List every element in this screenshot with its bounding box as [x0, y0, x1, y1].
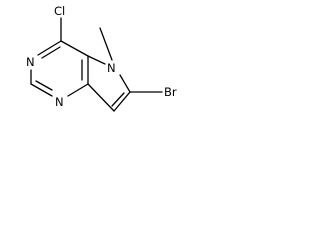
chemical-structure-diagram: Cl N N N Br: [26, 4, 177, 112]
bond-c6-c7-inner: [111, 92, 125, 107]
bond-n5-c6: [119, 74, 131, 93]
bond-c7-c7a: [87, 83, 115, 112]
atom-label-nitrogen-pyrrole: N: [107, 61, 116, 75]
atom-label-group: Cl N N N Br: [26, 4, 177, 109]
atom-label-bromine: Br: [164, 85, 177, 99]
bond-n5-methyl: [99, 27, 113, 61]
bond-c4a-c4: [60, 40, 89, 57]
bond-c4a-n5: [87, 55, 106, 65]
atom-label-nitrogen-left: N: [26, 55, 35, 69]
bond-c4-n3-inner: [41, 46, 61, 59]
atom-label-nitrogen-bottom: N: [55, 95, 64, 109]
bond-c2-n1-inner: [35, 80, 53, 91]
bond-n1-c7a: [67, 83, 89, 97]
bond-group: [30, 17, 163, 112]
bond-c6-c7: [113, 91, 131, 112]
atom-label-chlorine: Cl: [54, 4, 65, 18]
bond-c2-n1: [30, 83, 53, 97]
bond-c4-n3: [37, 40, 62, 56]
